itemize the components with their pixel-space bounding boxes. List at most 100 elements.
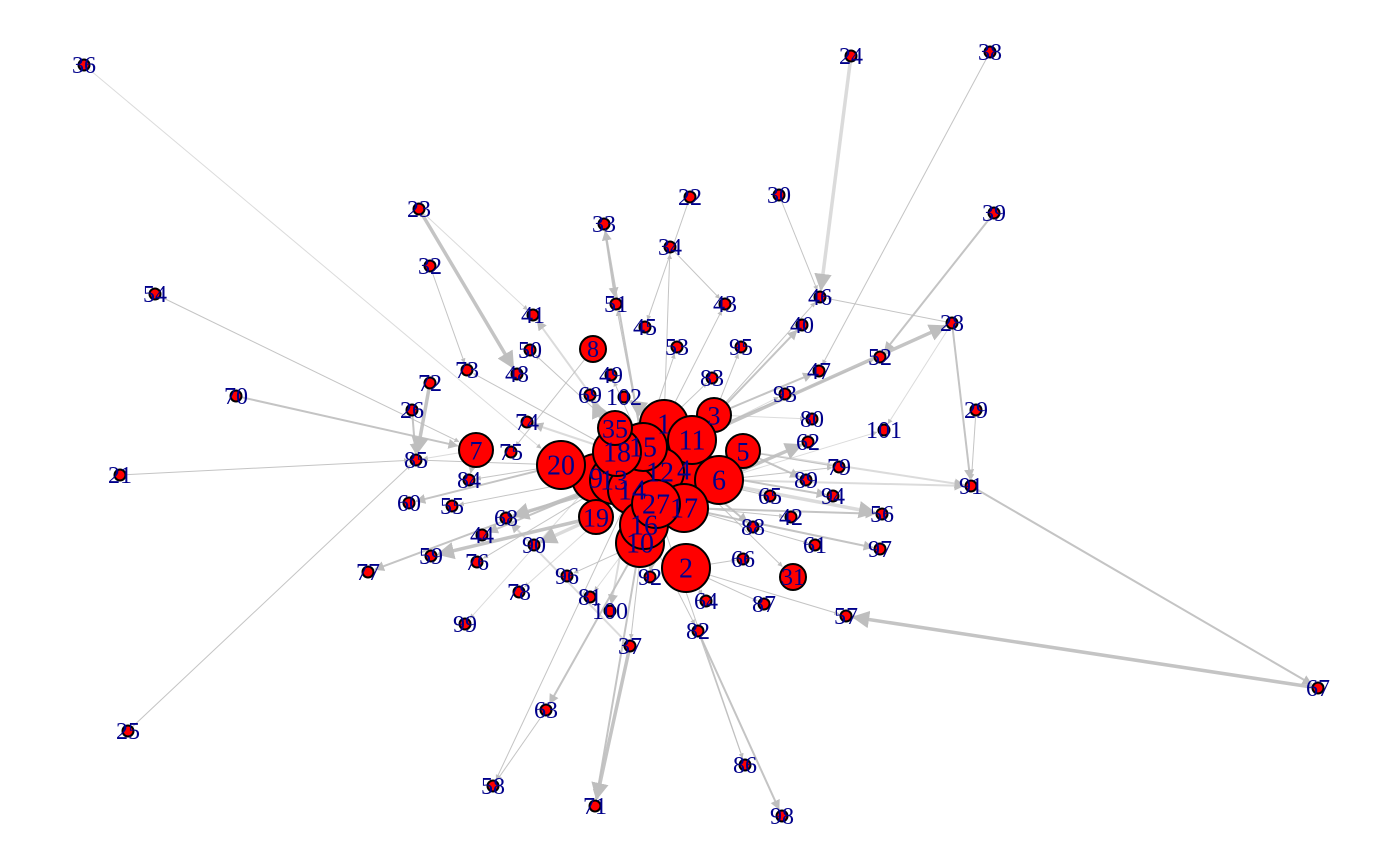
node-label-43: 43 <box>713 292 737 318</box>
node-label-25: 25 <box>116 719 140 745</box>
node-50 <box>523 343 537 357</box>
node-73 <box>460 363 474 377</box>
node-label-24: 24 <box>839 44 863 70</box>
node-61 <box>808 538 822 552</box>
node-label-5: 5 <box>737 438 750 467</box>
node-19 <box>578 499 614 535</box>
node-2 <box>661 543 711 593</box>
node-label-11: 11 <box>679 426 706 457</box>
node-label-20: 20 <box>547 451 575 482</box>
node-label-73: 73 <box>455 358 479 384</box>
edge-19-59 <box>436 515 597 560</box>
node-22 <box>683 190 697 204</box>
node-label-38: 38 <box>978 40 1002 66</box>
edge-39-52 <box>883 212 995 352</box>
node-label-101: 101 <box>866 418 902 444</box>
node-89 <box>799 473 813 487</box>
node-75 <box>504 445 518 459</box>
node-6 <box>694 455 744 505</box>
node-78 <box>512 585 526 599</box>
node-label-17: 17 <box>670 494 698 525</box>
node-58 <box>486 779 500 793</box>
node-label-93: 93 <box>773 382 797 408</box>
edge-32-73 <box>429 265 466 364</box>
node-label-67: 67 <box>1306 676 1330 702</box>
node-95 <box>734 340 748 354</box>
edge-24-46 <box>814 55 853 292</box>
node-7 <box>458 432 494 468</box>
node-label-80: 80 <box>800 407 824 433</box>
edge-6-91 <box>718 479 965 491</box>
node-label-71: 71 <box>583 794 607 820</box>
node-39 <box>987 206 1001 220</box>
node-label-81: 81 <box>578 585 602 611</box>
node-5 <box>725 433 761 469</box>
node-label-96: 96 <box>555 564 579 590</box>
node-label-84: 84 <box>457 468 481 494</box>
node-label-36: 36 <box>72 53 96 79</box>
node-label-70: 70 <box>224 384 248 410</box>
node-label-31: 31 <box>781 565 805 591</box>
node-27 <box>631 479 681 529</box>
node-label-62: 62 <box>796 430 820 456</box>
edge-2-57 <box>685 567 840 615</box>
node-label-59: 59 <box>419 544 443 570</box>
node-92 <box>643 570 657 584</box>
node-label-92: 92 <box>638 565 662 591</box>
node-44 <box>475 528 489 542</box>
node-65 <box>763 489 777 503</box>
edge-91-67 <box>970 485 1313 686</box>
node-label-102: 102 <box>606 385 642 411</box>
node-69 <box>583 388 597 402</box>
node-68 <box>499 511 513 525</box>
node-label-69: 69 <box>578 383 602 409</box>
node-label-52: 52 <box>868 345 892 371</box>
edge-28-46 <box>826 296 953 324</box>
node-11 <box>667 415 717 465</box>
edge-54-7 <box>154 293 460 443</box>
node-label-72: 72 <box>418 371 442 397</box>
node-49 <box>604 368 618 382</box>
edge-34-43 <box>669 246 721 299</box>
edge-25-85 <box>127 464 411 732</box>
labels-layer: 1234567891011121314151617181920212223242… <box>72 40 1330 830</box>
node-label-68: 68 <box>494 506 518 532</box>
nodes-layer <box>77 45 1325 823</box>
node-label-26: 26 <box>400 398 424 424</box>
node-label-82: 82 <box>686 619 710 645</box>
node-label-94: 94 <box>821 484 845 510</box>
node-label-2: 2 <box>679 554 693 585</box>
edge-14-58 <box>495 489 633 780</box>
node-35 <box>597 410 633 446</box>
node-38 <box>983 45 997 59</box>
node-28 <box>945 316 959 330</box>
node-label-83: 83 <box>700 366 724 392</box>
node-label-9: 9 <box>589 464 603 495</box>
node-85 <box>409 453 423 467</box>
node-42 <box>784 510 798 524</box>
node-label-95: 95 <box>729 335 753 361</box>
node-77 <box>361 565 375 579</box>
node-label-28: 28 <box>940 311 964 337</box>
node-30 <box>772 188 786 202</box>
node-label-44: 44 <box>470 523 494 549</box>
node-86 <box>738 758 752 772</box>
node-label-87: 87 <box>752 592 776 618</box>
node-label-89: 89 <box>794 468 818 494</box>
node-label-46: 46 <box>808 285 832 311</box>
node-label-23: 23 <box>407 197 431 223</box>
node-74 <box>520 415 534 429</box>
edge-82-98 <box>697 630 780 811</box>
node-label-98: 98 <box>770 804 794 830</box>
node-33 <box>597 217 611 231</box>
edge-23-48 <box>417 208 515 370</box>
node-45 <box>638 320 652 334</box>
edge-36-20 <box>83 64 542 449</box>
node-label-34: 34 <box>658 235 682 261</box>
node-71 <box>588 799 602 813</box>
node-label-78: 78 <box>507 580 531 606</box>
node-51 <box>609 297 623 311</box>
edge-38-47 <box>822 51 991 365</box>
node-23 <box>412 202 426 216</box>
